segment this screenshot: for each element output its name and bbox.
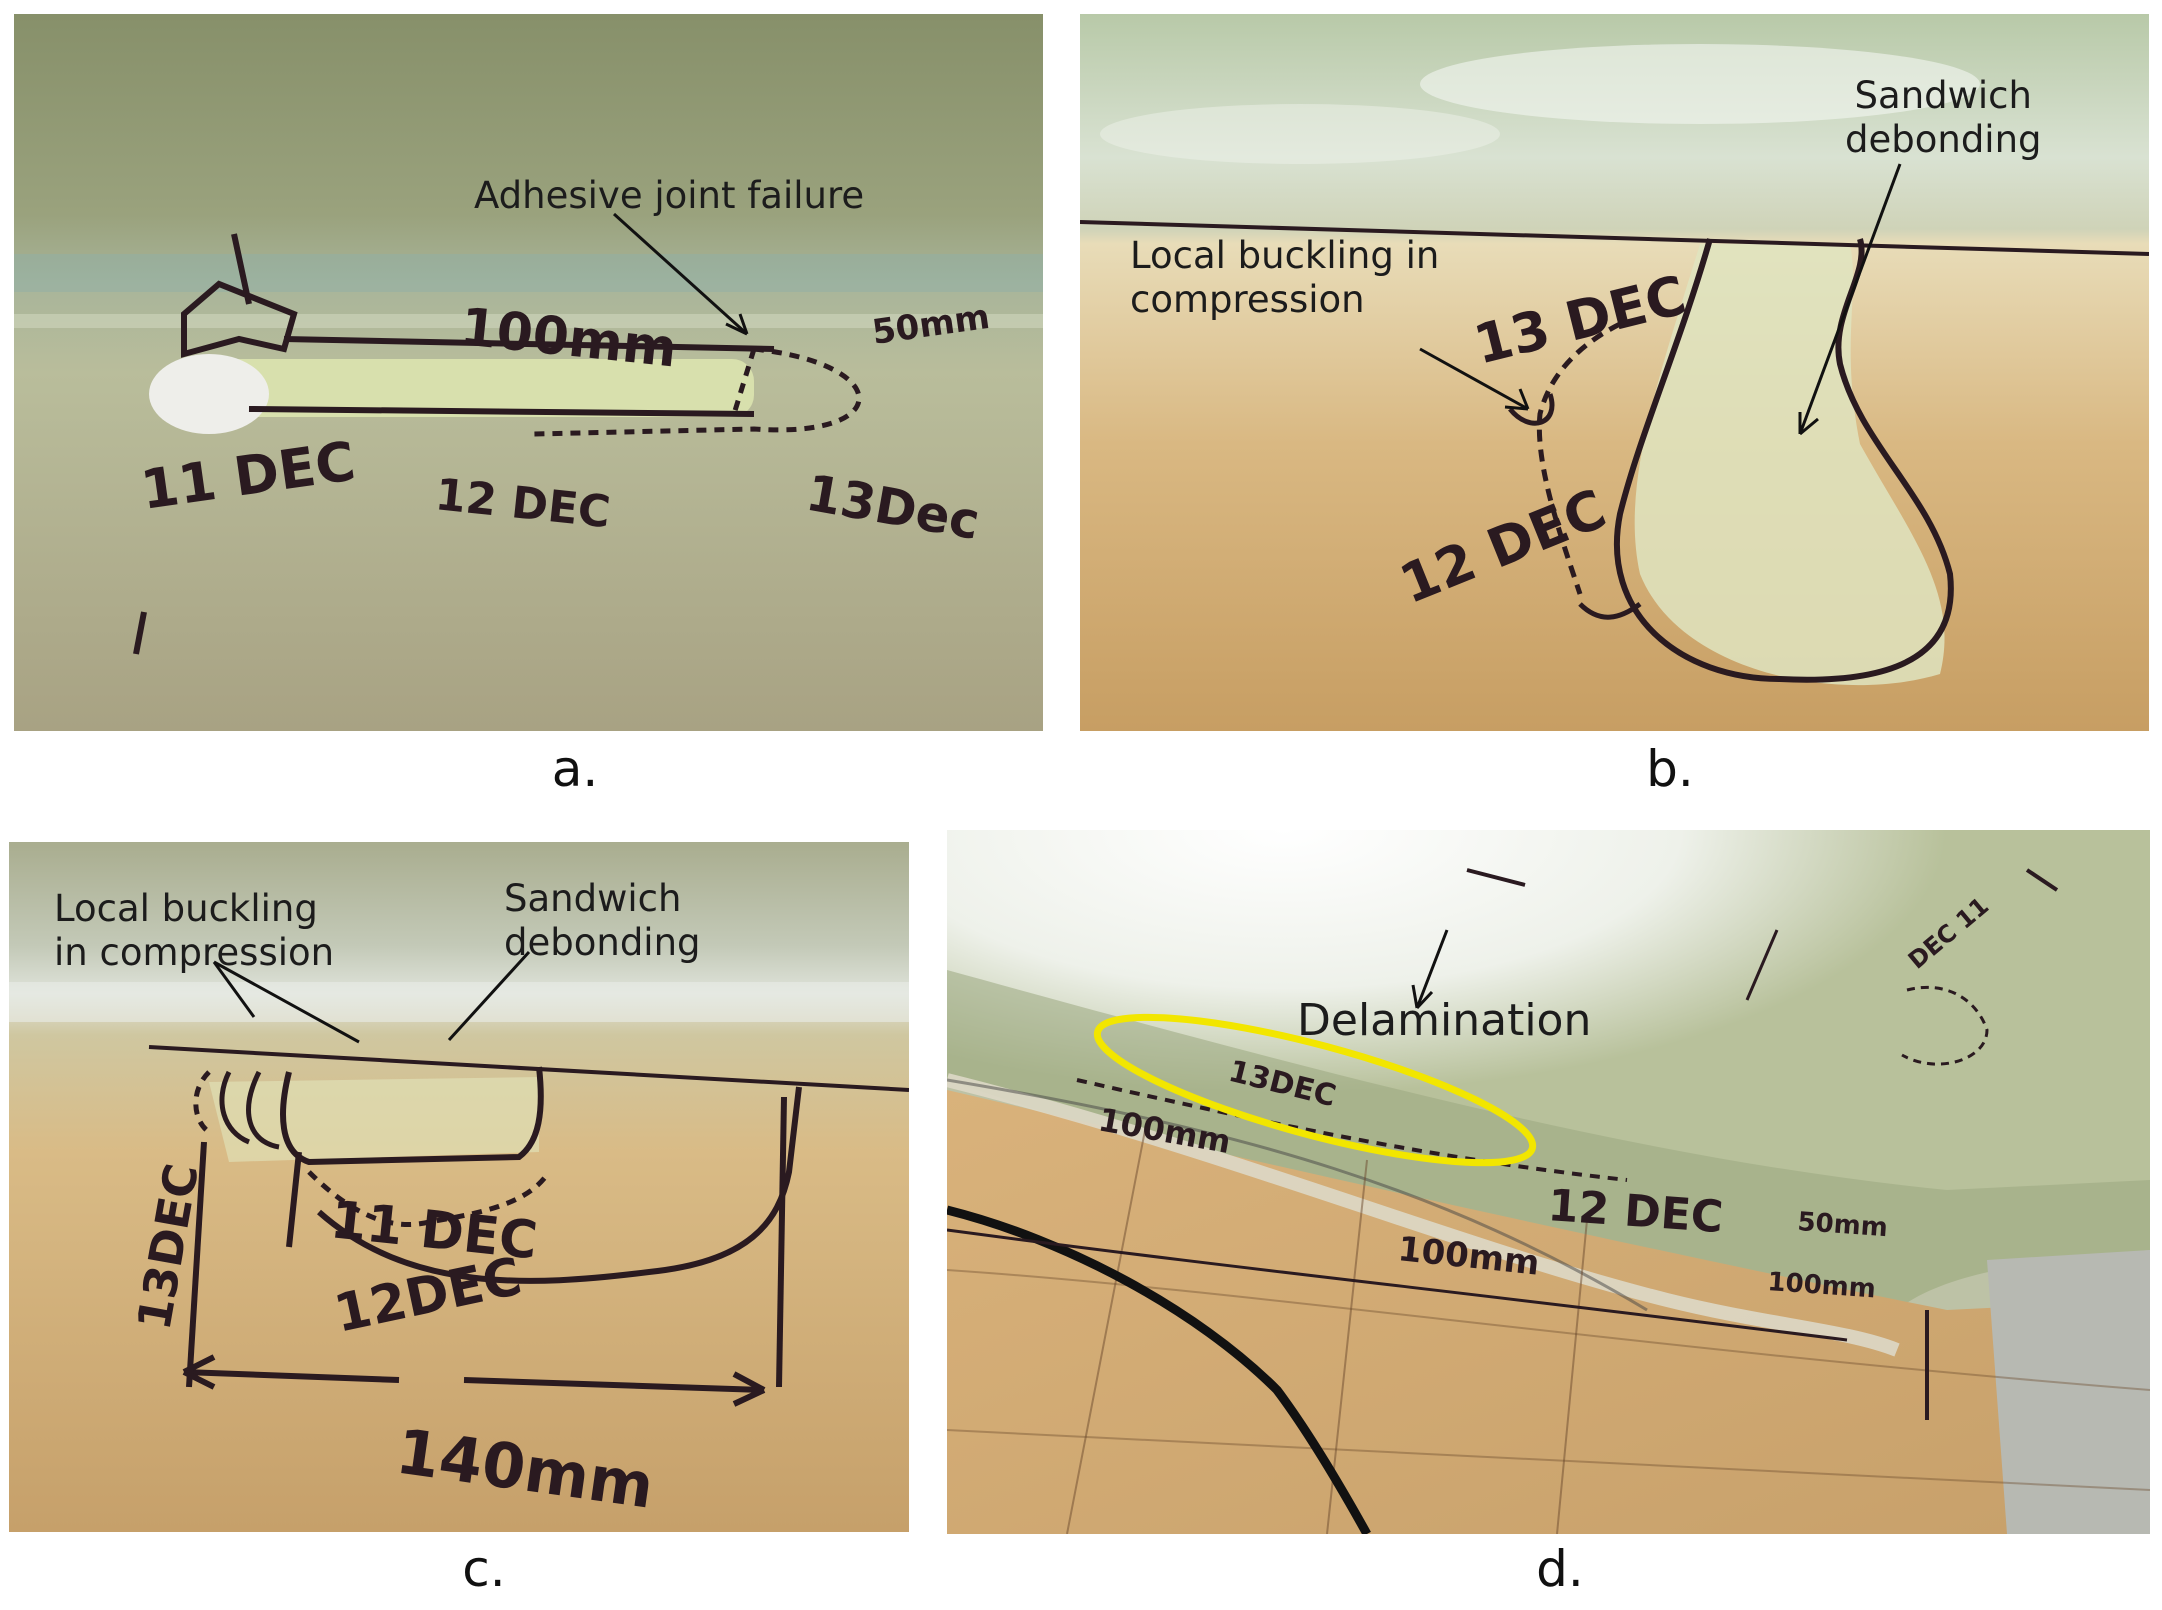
photo-panel-a: 100mm 50mm 11 DEC 12 DEC 13Dec Adhesive … bbox=[14, 14, 1043, 731]
annotation-c-local-buckling-text: Local buckling in compression bbox=[54, 887, 335, 975]
caption-a: a. bbox=[551, 740, 599, 798]
caption-d: d. bbox=[1536, 1540, 1584, 1598]
annotation-b-local-buckling: Local buckling in compression bbox=[1130, 234, 1439, 323]
photo-panel-b: 13 DEC 12 DEC Local buckling in compress… bbox=[1080, 14, 2149, 731]
caption-c: c. bbox=[462, 1540, 506, 1598]
annotation-adhesive-joint-failure: Adhesive joint failure bbox=[474, 174, 865, 217]
annotation-b-sandwich-debonding-text: Sandwich debonding bbox=[1845, 74, 2042, 162]
annotation-delamination: Delamination bbox=[1297, 995, 1592, 1046]
photo-d-background bbox=[947, 830, 2150, 1534]
annotation-b-local-buckling-text: Local buckling in compression bbox=[1130, 234, 1440, 322]
annotation-c-sandwich-debonding: Sandwich debonding bbox=[504, 877, 701, 966]
photo-a-background bbox=[14, 14, 1043, 731]
photo-panel-d: 100mm 13DEC 12 DEC 100mm 50mm 100mm DEC … bbox=[947, 830, 2150, 1534]
annotation-b-sandwich-debonding: Sandwich debonding bbox=[1845, 74, 2042, 163]
annotation-c-sandwich-debonding-text: Sandwich debonding bbox=[504, 877, 701, 965]
annotation-c-local-buckling: Local buckling in compression bbox=[54, 887, 334, 976]
photo-panel-c: 11 DEC 12DEC 13DEC 140mm Local buckling … bbox=[9, 842, 909, 1532]
caption-b: b. bbox=[1646, 740, 1694, 798]
